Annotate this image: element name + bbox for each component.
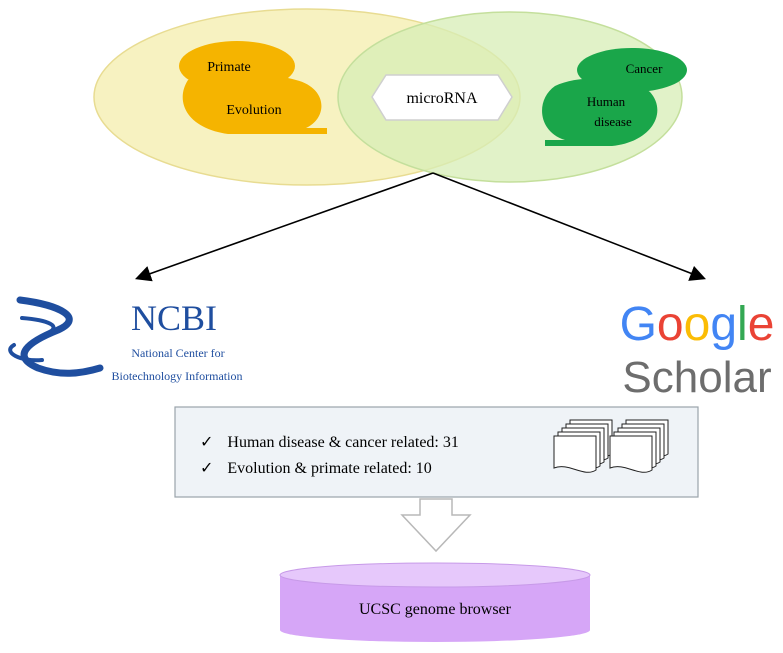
arrow-to-ncbi	[134, 172, 434, 282]
microrna-label: microRNA	[406, 90, 478, 107]
ncbi-subtitle-line1: National Center for	[131, 346, 224, 360]
google-letter: o	[684, 298, 711, 351]
scholar-logo: Scholar	[622, 353, 771, 402]
evolution-label: Evolution	[226, 103, 281, 118]
google-letter: l	[737, 298, 748, 351]
result-item-1: ✓ Human disease & cancer related: 31	[200, 434, 459, 451]
cancer-label: Cancer	[626, 61, 663, 76]
arrow-to-google-scholar	[432, 172, 706, 281]
result-item-1-text: Human disease & cancer related: 31	[227, 434, 458, 451]
document-stack-icon	[553, 419, 613, 473]
ncbi-subtitle-line2: Biotechnology Information	[112, 369, 243, 383]
google-logo: Google	[620, 298, 775, 351]
ncbi-helix-icon	[8, 296, 104, 377]
ucsc-label: UCSC genome browser	[359, 601, 512, 618]
down-arrow	[400, 498, 472, 553]
ucsc-database-cylinder	[279, 562, 591, 642]
google-letter: o	[657, 298, 684, 351]
primate-evolution-blob	[179, 41, 327, 134]
ncbi-title: NCBI	[131, 298, 217, 338]
disease-label: disease	[594, 114, 632, 129]
check-icon: ✓	[200, 434, 213, 451]
result-item-2-text: Evolution & primate related: 10	[227, 460, 431, 477]
primate-label: Primate	[207, 60, 251, 75]
check-icon: ✓	[200, 460, 213, 477]
result-item-2: ✓ Evolution & primate related: 10	[200, 460, 432, 477]
microrna-hexagon	[371, 74, 513, 121]
human-disease-cancer-blob	[542, 48, 687, 146]
google-letter: G	[620, 298, 657, 351]
document-stack-icon	[609, 419, 669, 473]
google-letter: g	[710, 298, 737, 351]
human-label: Human	[587, 94, 626, 109]
google-letter: e	[748, 298, 775, 351]
